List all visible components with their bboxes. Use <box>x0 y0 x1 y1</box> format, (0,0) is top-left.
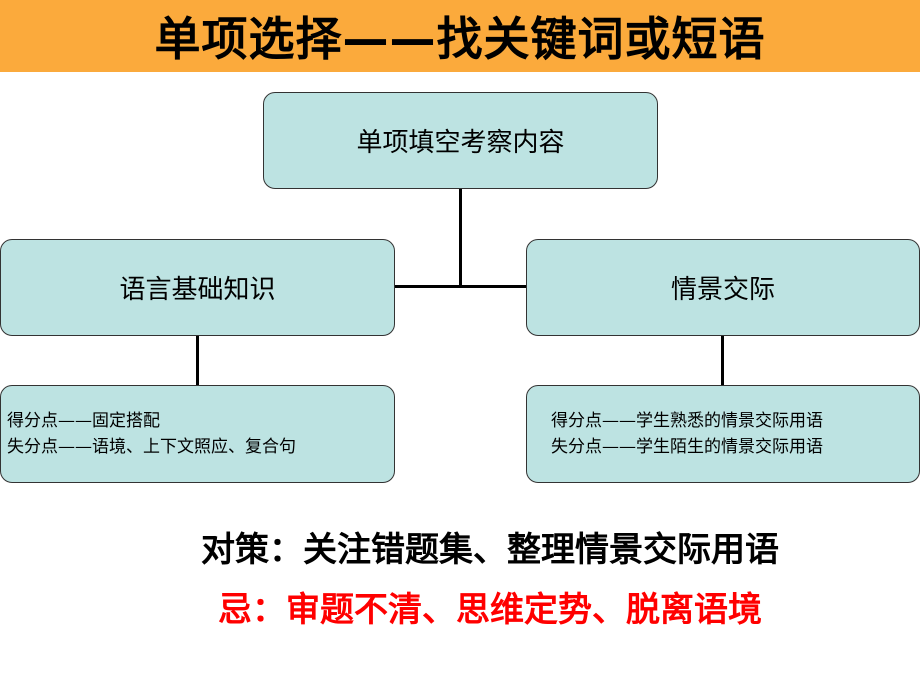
left-node-label: 语言基础知识 <box>119 275 276 305</box>
taboo-text: 忌：审题不清、思维定势、脱离语境 <box>218 590 762 630</box>
strategy-text: 对策：关注错题集、整理情景交际用语 <box>201 530 779 570</box>
title-banner: 单项选择——找关键词或短语 <box>0 0 920 72</box>
left-detail-line: 失分点——语境、上下文照应、复合句 <box>7 437 296 457</box>
connector-horizontal <box>394 285 527 288</box>
right-node: 情景交际 <box>526 239 920 336</box>
right-node-label: 情景交际 <box>670 275 775 305</box>
left-detail-node: 得分点——固定搭配 失分点——语境、上下文照应、复合句 <box>0 385 395 483</box>
left-node: 语言基础知识 <box>0 239 395 336</box>
root-node: 单项填空考察内容 <box>263 92 658 189</box>
connector-left-down <box>196 336 199 386</box>
right-detail-line: 失分点——学生陌生的情景交际用语 <box>551 437 823 457</box>
connector-root-down <box>459 189 462 287</box>
slide-title: 单项选择——找关键词或短语 <box>154 12 766 66</box>
root-node-label: 单项填空考察内容 <box>356 128 565 158</box>
left-detail-line: 得分点——固定搭配 <box>7 411 160 431</box>
connector-right-down <box>721 336 724 386</box>
right-detail-line: 得分点——学生熟悉的情景交际用语 <box>551 411 823 431</box>
right-detail-node: 得分点——学生熟悉的情景交际用语 失分点——学生陌生的情景交际用语 <box>526 385 920 483</box>
